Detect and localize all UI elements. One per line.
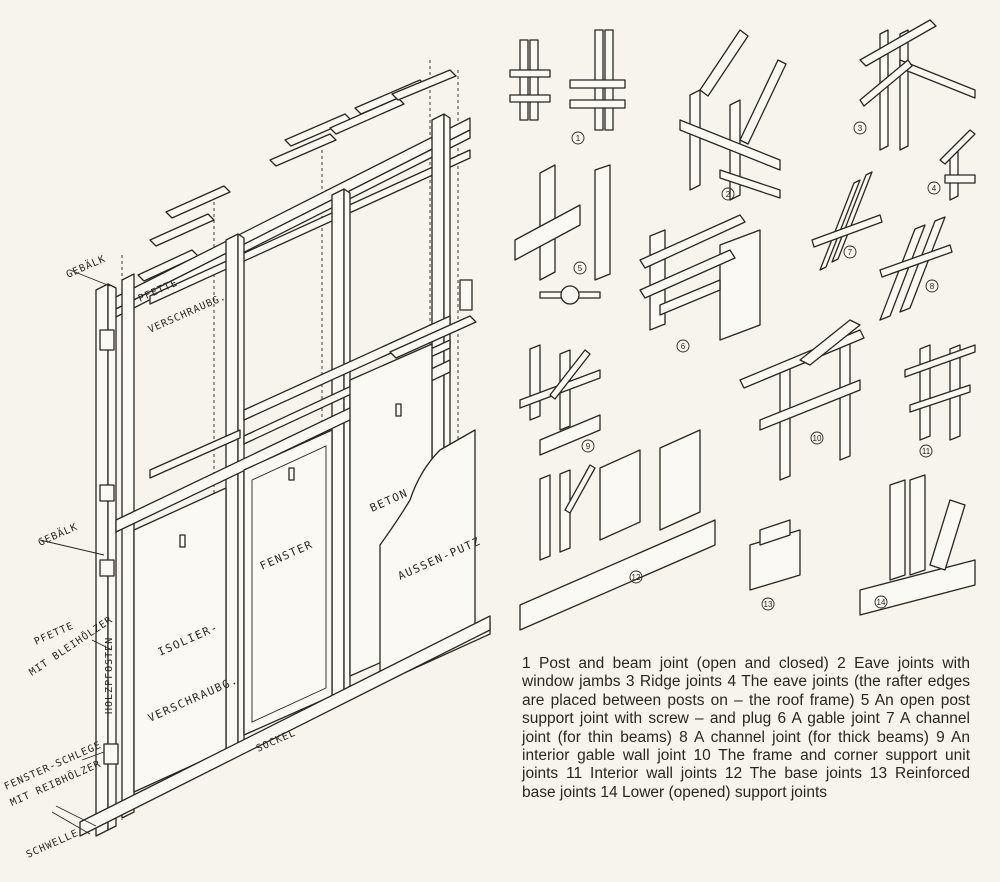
detail-8-channel-joint-thick	[879, 216, 953, 321]
detail-number-2: 2	[721, 187, 735, 201]
detail-4-eave-rafter-joint	[939, 129, 976, 201]
figure-caption: 1 Post and beam joint (open and closed) …	[522, 655, 970, 801]
detail-11-interior-wall-joints	[904, 344, 976, 441]
detail-number-13: 13	[761, 597, 775, 611]
sockel-base	[51, 615, 491, 837]
detail-number-7: 7	[843, 245, 857, 259]
svg-text:1: 1	[576, 134, 581, 143]
detail-13-reinforced-base	[749, 519, 801, 591]
roof-rafters	[137, 69, 457, 282]
detail-5-post-support-screw	[514, 164, 611, 305]
detail-number-9: 9	[581, 439, 595, 453]
detail-6-gable-joint	[639, 214, 761, 341]
svg-text:6: 6	[681, 342, 686, 351]
label-leaders	[39, 269, 113, 761]
svg-text:7: 7	[848, 248, 853, 257]
label-holzpfosten: HOLZPFOSTEN	[104, 637, 115, 714]
wall-axonometric-drawing: GEBÄLK PFETTE VERSCHRAUBG. GEBÄLK PFETTE…	[3, 60, 491, 861]
detail-9-interior-gable-wall	[519, 344, 601, 456]
detail-number-4: 4	[927, 181, 941, 195]
detail-number-14: 14	[874, 595, 888, 609]
detail-10-frame-corner-support	[739, 319, 865, 481]
detail-3-ridge-joints	[859, 19, 976, 151]
svg-text:14: 14	[877, 598, 886, 607]
svg-text:9: 9	[586, 442, 591, 451]
svg-text:4: 4	[932, 184, 937, 193]
label-schwelle: SCHWELLE	[25, 828, 81, 861]
wall-panels	[133, 343, 491, 793]
detail-number-8: 8	[925, 279, 939, 293]
detail-number-5: 5	[573, 261, 587, 275]
svg-text:10: 10	[813, 434, 822, 443]
detail-number-12: 12	[629, 570, 643, 584]
svg-text:11: 11	[922, 447, 931, 456]
svg-text:3: 3	[858, 124, 863, 133]
detail-12-base-joints	[519, 429, 716, 631]
svg-text:5: 5	[578, 264, 583, 273]
svg-text:2: 2	[726, 190, 731, 199]
detail-14-lower-support	[859, 474, 976, 616]
detail-number-10: 10	[810, 431, 824, 445]
detail-7-channel-joint-thin	[811, 171, 883, 271]
joint-details-drawing: 1 2 3 4 5 6 7 8 9 10 11 12 13 14	[509, 19, 976, 631]
detail-1-post-beam-joint	[509, 29, 626, 131]
detail-number-11: 11	[919, 444, 933, 458]
detail-number-1: 1	[571, 131, 585, 145]
svg-text:13: 13	[764, 600, 773, 609]
detail-number-6: 6	[676, 339, 690, 353]
svg-text:8: 8	[930, 282, 935, 291]
detail-2-eave-joints	[679, 29, 787, 201]
screw-blocks	[99, 279, 473, 765]
detail-number-3: 3	[853, 121, 867, 135]
svg-text:12: 12	[632, 573, 641, 582]
